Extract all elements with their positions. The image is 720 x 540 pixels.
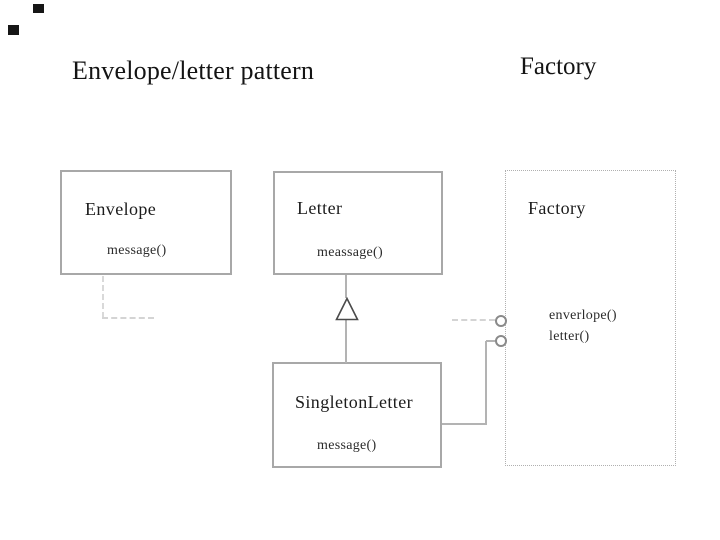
singleton-link-stub	[486, 340, 495, 342]
factory-socket-dashed-segment	[452, 319, 495, 321]
method-letter-meassage: meassage()	[317, 245, 383, 260]
class-name-factory: Factory	[528, 198, 586, 218]
class-box-factory: Factory enverlope() letter()	[505, 170, 676, 466]
generalization-line-upper	[345, 275, 347, 298]
corner-artifact-mark	[8, 25, 19, 35]
interface-socket-circle-letter	[495, 335, 507, 347]
class-name-letter: Letter	[297, 198, 343, 218]
method-factory-letter: letter()	[549, 329, 590, 344]
envelope-link-vertical-dashed	[102, 276, 104, 318]
method-factory-enverlope: enverlope()	[549, 308, 617, 323]
method-envelope-message: message()	[107, 243, 167, 258]
method-singleton-message: message()	[317, 438, 377, 453]
class-box-envelope: Envelope message()	[60, 170, 232, 275]
singleton-link-horizontal	[442, 423, 486, 425]
singleton-link-vertical	[485, 341, 487, 425]
corner-artifact-mark	[33, 4, 44, 13]
class-box-singleton-letter: SingletonLetter message()	[272, 362, 442, 468]
class-box-letter: Letter meassage()	[273, 171, 443, 275]
generalization-line-lower	[345, 320, 347, 363]
envelope-link-horizontal-dashed	[102, 317, 154, 319]
class-name-envelope: Envelope	[85, 199, 157, 219]
interface-socket-circle-enverlope	[495, 315, 507, 327]
slide-title: Envelope/letter pattern	[72, 56, 315, 85]
factory-annotation: Factory	[520, 53, 597, 80]
generalization-triangle-icon	[335, 297, 359, 321]
class-name-singleton-letter: SingletonLetter	[295, 392, 413, 412]
